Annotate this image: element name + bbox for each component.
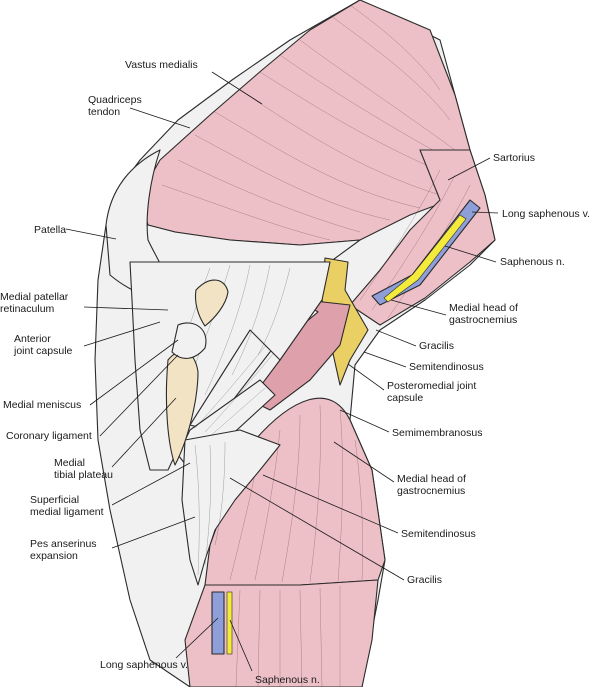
label-line: expansion (30, 550, 78, 562)
label-line: Semitendinosus (401, 528, 476, 540)
anatomy-artwork (94, 0, 496, 688)
leader-medial-head-gastroc-top (390, 299, 447, 316)
label-line: Semitendinosus (409, 361, 484, 373)
leader-vastus-medialis (211, 71, 263, 105)
label-line: Gracilis (419, 340, 454, 352)
leader-saphenous-n-bottom (229, 619, 253, 672)
label-line: Saphenous n. (255, 674, 320, 686)
label-saphenous-n-bottom: Saphenous n. (255, 674, 320, 686)
leader-sartorius (447, 157, 491, 181)
label-line: gastrocnemius (397, 485, 465, 497)
label-saphenous-n-top: Saphenous n. (500, 256, 565, 268)
leader-coronary-ligament (99, 354, 179, 437)
medial-femoral-condyle (194, 279, 229, 327)
label-vastus-medialis: Vastus medialis (125, 59, 198, 71)
label-line: Medial meniscus (3, 399, 81, 411)
leader-saphenous-n-top (444, 245, 497, 263)
label-sartorius: Sartorius (493, 152, 535, 164)
sartorius-muscle (349, 149, 496, 326)
label-line: tendon (88, 106, 120, 118)
label-line: Coronary ligament (6, 430, 92, 442)
label-line: Medial head of (449, 302, 518, 314)
leader-gracilis-bottom (229, 477, 405, 581)
leader-medial-patellar-retinaculum (83, 306, 169, 311)
label-line: capsule (387, 392, 423, 404)
medial-meniscus (171, 322, 207, 359)
leader-semimembranosus (339, 409, 390, 433)
leader-posteromedial-joint-capsule (347, 363, 385, 391)
label-line: Long saphenous v. (100, 659, 188, 671)
leader-gracilis-top (375, 329, 417, 347)
label-line: tibial plateau (54, 469, 113, 481)
label-line: Long saphenous v. (502, 208, 590, 220)
label-line: retinaculum (0, 303, 55, 315)
label-patella: Patella (34, 224, 66, 236)
label-line: Patella (34, 224, 66, 236)
saphenous-nerve-upper (383, 214, 467, 303)
label-line: Medial head of (397, 473, 466, 485)
label-line: Anterior (14, 333, 51, 345)
label-line: Gracilis (407, 574, 442, 586)
label-gracilis-top: Gracilis (419, 340, 454, 352)
label-line: joint capsule (13, 345, 73, 357)
label-line: Medial patellar (0, 291, 69, 303)
label-line: Pes anserinus (30, 538, 97, 550)
label-long-saphenous-v-bottom: Long saphenous v. (100, 659, 188, 671)
leader-lines (65, 71, 499, 672)
lower-leg-fascia (184, 579, 379, 688)
label-long-saphenous-v-top: Long saphenous v. (502, 208, 590, 220)
label-line: Saphenous n. (500, 256, 565, 268)
label-line: Posteromedial joint (387, 380, 476, 392)
pes-anserinus-fibers (194, 441, 226, 576)
label-line: Semimembranosus (392, 427, 482, 439)
label-semitendinosus-top: Semitendinosus (409, 361, 484, 373)
label-line: Vastus medialis (125, 59, 198, 71)
label-line: gastrocnemius (449, 314, 517, 326)
leader-superficial-medial-ligament (111, 462, 191, 506)
leader-medial-meniscus (89, 339, 179, 406)
leader-long-saphenous-top (471, 211, 499, 214)
leader-medial-head-gastroc-bottom (333, 441, 395, 483)
leader-semitendinosus-top (363, 351, 407, 368)
label-line: Quadriceps (88, 94, 142, 106)
vastus-medialis-fibers (161, 4, 463, 241)
label-line: Superficial (30, 494, 79, 506)
label-line: medial ligament (30, 506, 104, 518)
label-gracilis-bottom: Gracilis (407, 574, 442, 586)
label-semimembranosus: Semimembranosus (392, 427, 482, 439)
label-line: Medial (54, 457, 85, 469)
long-saphenous-vein-lower (211, 591, 225, 655)
leader-semitendinosus-bottom (262, 474, 399, 534)
label-line: Sartorius (493, 152, 535, 164)
leader-patella (65, 228, 117, 240)
leader-pes-anserinus-expansion (111, 516, 196, 549)
leader-long-saphenous-bottom (175, 617, 219, 659)
label-medial-meniscus: Medial meniscus (3, 399, 81, 411)
leader-medial-tibial-plateau (111, 397, 177, 468)
label-coronary-ligament: Coronary ligament (6, 430, 92, 442)
leader-quadriceps-tendon (129, 107, 191, 129)
leader-anterior-joint-capsule (83, 321, 161, 347)
semimembranosus-muscle (249, 299, 351, 411)
saphenous-nerve-lower (226, 591, 233, 655)
pes-anserinus-expansion (181, 429, 281, 586)
label-semitendinosus-bottom: Semitendinosus (401, 528, 476, 540)
